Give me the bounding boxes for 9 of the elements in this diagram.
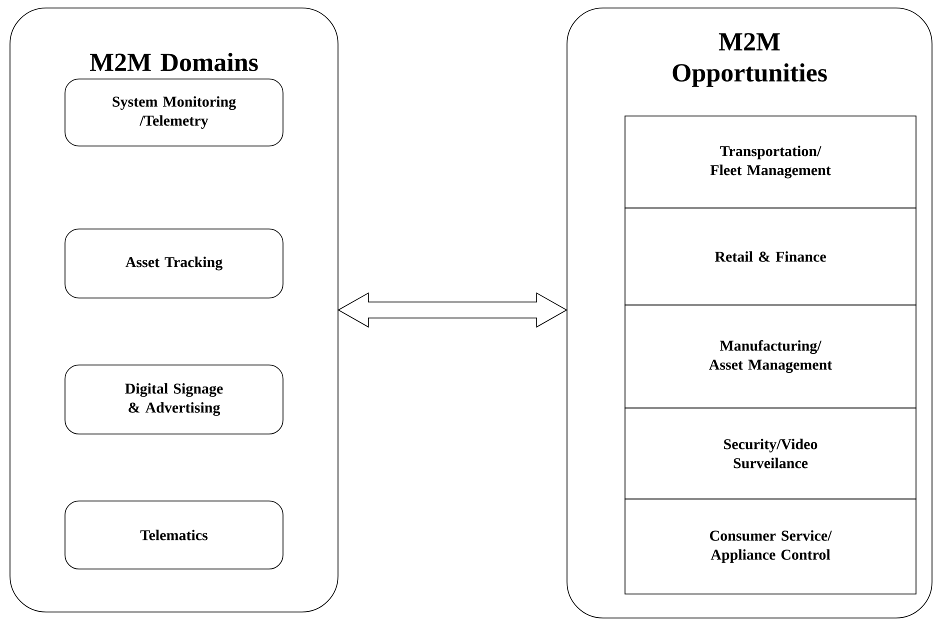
domain-box: System Monitoring /Telemetry [64, 78, 284, 146]
opportunity-cell: Consumer Service/ Appliance Control [624, 498, 916, 594]
domain-box: Asset Tracking [64, 228, 284, 298]
domain-box: Digital Signage & Advertising [64, 364, 284, 434]
opportunity-cell: Retail & Finance [624, 208, 916, 306]
opportunity-cell: Manufacturing/ Asset Management [624, 304, 916, 408]
opportunity-cell: Security/Video Surveilance [624, 408, 916, 500]
domain-box: Telematics [64, 500, 284, 570]
opportunity-cell: Transportation/ Fleet Management [624, 116, 916, 208]
